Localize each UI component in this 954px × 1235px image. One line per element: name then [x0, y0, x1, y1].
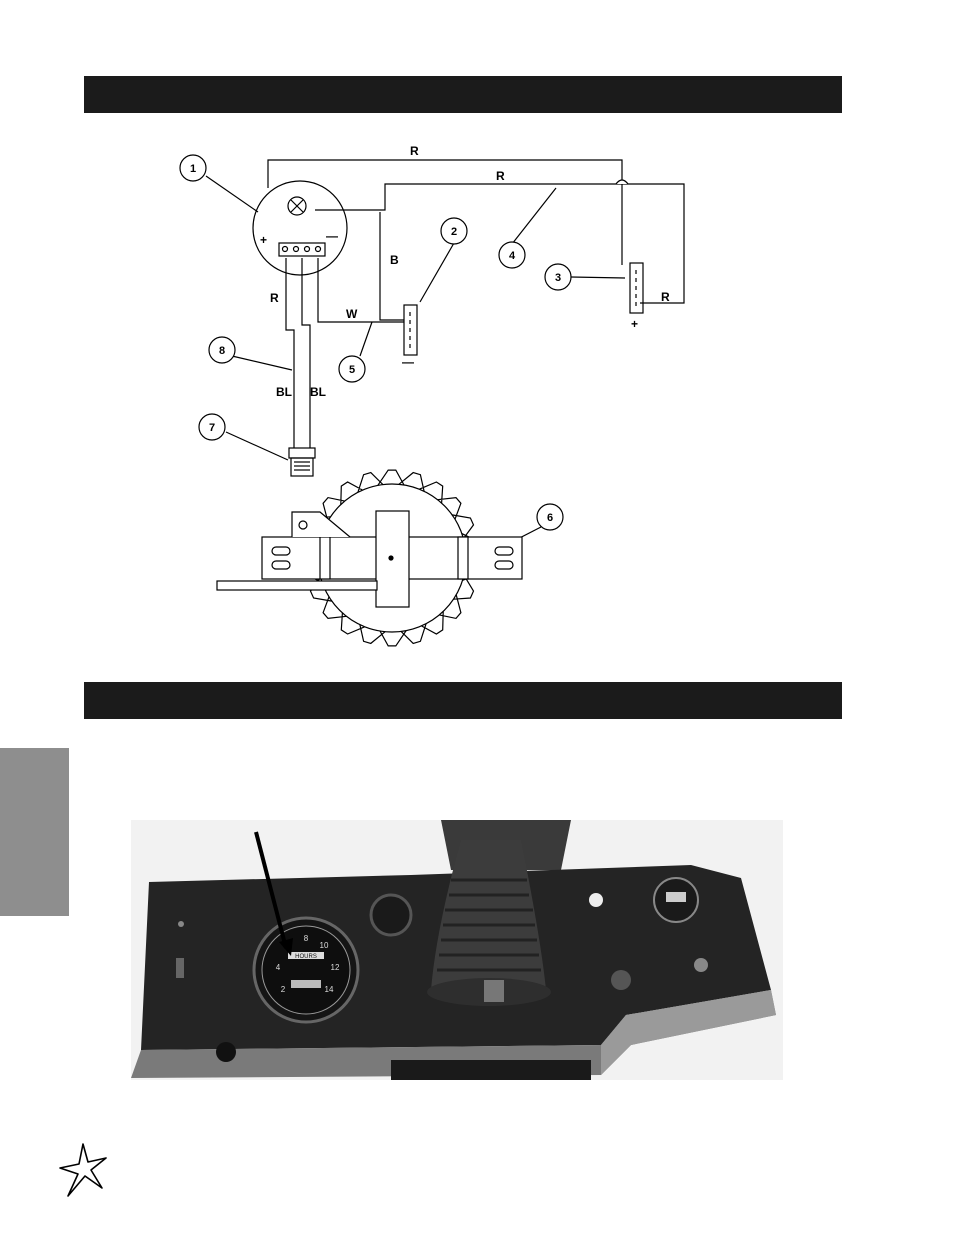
chapter-side-tab [0, 748, 69, 916]
gauge-hours-label: HOURS [295, 954, 317, 960]
switch-minus-mark: — [402, 355, 414, 369]
wire-label-bl-right: BL [310, 385, 326, 399]
section-header-bar-top [84, 76, 842, 113]
wire-label-left-r: R [270, 291, 279, 305]
gauge-tick-2: 2 [281, 985, 286, 994]
gauge-tick-8: 8 [304, 934, 309, 943]
callout-7: 7 [209, 422, 215, 434]
section-header-bar-bottom [84, 682, 842, 719]
wire-label-bl-left: BL [276, 385, 292, 399]
battery-plus-mark: + [631, 317, 638, 331]
gauge-tick-4: 4 [276, 963, 281, 972]
callout-6: 6 [547, 512, 553, 524]
brand-starburst-logo [59, 1143, 107, 1197]
callout-5: 5 [349, 364, 355, 376]
gauge-minus-mark: — [326, 229, 338, 243]
wire-label-top-r: R [410, 144, 419, 158]
wire-label-b: B [390, 253, 399, 267]
gauge-tick-14: 14 [325, 985, 334, 994]
wire-label-w: W [346, 307, 358, 321]
callout-2: 2 [451, 226, 457, 238]
control-panel-photo: HOURS 2 4 6 8 10 12 14 [131, 820, 783, 1080]
gauge-plus-mark: + [260, 233, 267, 247]
callout-4: 4 [509, 250, 516, 262]
gauge-tick-10: 10 [320, 941, 329, 950]
wire-label-right-r: R [661, 290, 670, 304]
callout-8: 8 [219, 345, 225, 357]
gauge-tick-12: 12 [331, 963, 340, 972]
wire-label-second-r: R [496, 169, 505, 183]
callout-1: 1 [190, 163, 196, 175]
hour-meter-wiring-diagram: R R R R B W BL BL + — — + 1 2 3 4 5 6 7 … [179, 144, 685, 647]
callout-3: 3 [555, 272, 561, 284]
